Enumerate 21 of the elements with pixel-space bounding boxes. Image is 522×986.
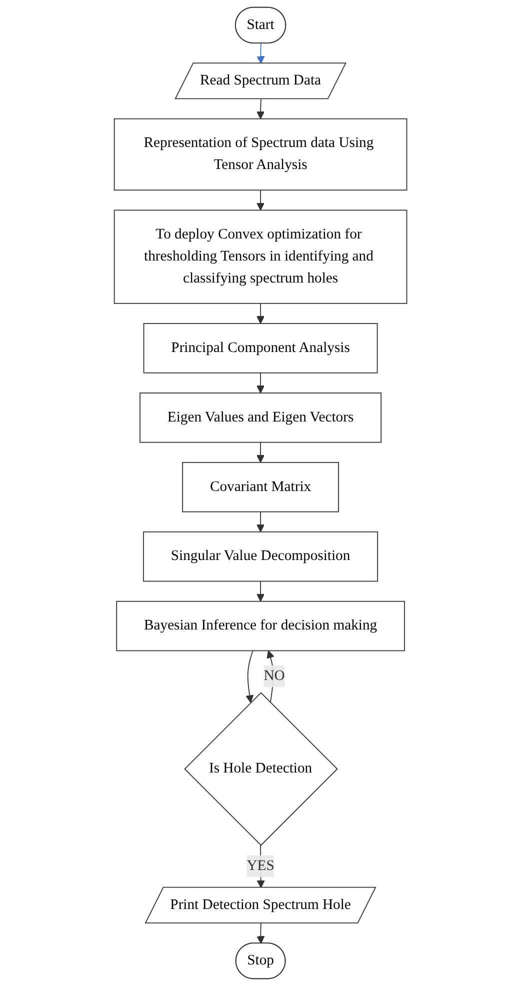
node-box: Principal Component Analysis: [144, 323, 378, 374]
arrow: [267, 650, 275, 704]
node-box: To deploy Convex optimization for thresholding Tensors in identifying and classifying spectrum holes: [114, 210, 408, 304]
node-box: Singular Value Decomposition: [144, 531, 378, 582]
arrow: [257, 42, 266, 64]
arrow: [256, 190, 266, 211]
node-box: Bayesian Inference for decision making: [116, 600, 406, 652]
arrow: [256, 372, 266, 394]
node-box: Representation of Spectrum data Using Tensor Analysis: [114, 118, 408, 191]
arrow: [246, 650, 254, 703]
node-box: Covariant Matrix: [182, 462, 340, 512]
node-diamond: Is Hole Detection: [184, 692, 338, 846]
arrow: [256, 580, 266, 602]
arrow: [256, 302, 266, 324]
arrow: [256, 442, 266, 463]
arrow: [256, 511, 266, 532]
edge-label: YES: [247, 858, 275, 874]
arrow: [256, 98, 266, 120]
edge-label: NO: [264, 668, 286, 684]
node-box: Eigen Values and Eigen Vectors: [140, 392, 382, 443]
arrow: [257, 922, 266, 944]
